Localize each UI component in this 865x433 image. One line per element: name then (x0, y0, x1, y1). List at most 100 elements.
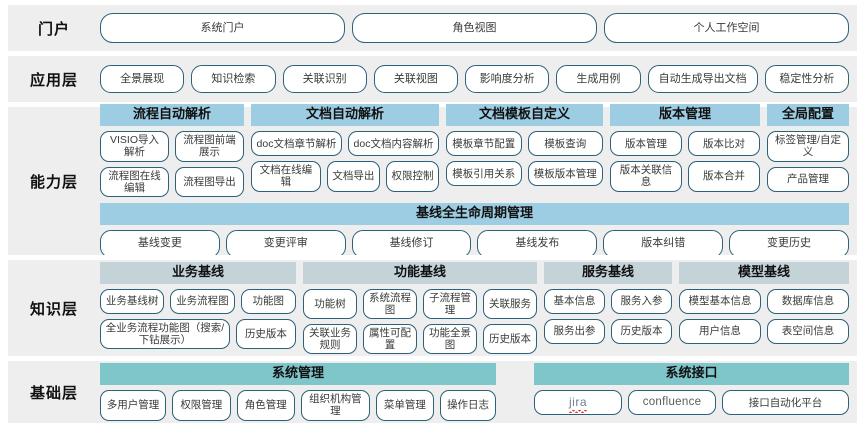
app-item-relation-identify[interactable]: 关联识别 (282, 65, 367, 93)
portal-item-system-portal[interactable]: 系统门户 (100, 13, 345, 43)
kn-subprocess-manage[interactable]: 子流程管理 (423, 288, 477, 319)
layer-capability: 能力层 流程自动解析 VISIO导入解析 流程图前端展示 流程图在线编辑 流程图… (8, 104, 857, 258)
jira-label: jira (568, 395, 588, 413)
group-body-process-parse: VISIO导入解析 流程图前端展示 流程图在线编辑 流程图导出 (100, 126, 244, 197)
cap-baseline-publish[interactable]: 基线发布 (477, 229, 598, 258)
group-row: 模型基本信息 数据库信息 (679, 288, 849, 314)
cap-flowchart-frontend-display[interactable]: 流程图前端展示 (175, 131, 244, 162)
group-title-service-baseline: 服务基线 (544, 261, 672, 284)
spacer (0, 0, 865, 5)
cap-version-relation-info[interactable]: 版本关联信息 (610, 161, 682, 192)
layer-foundation: 基础层 系统管理 多用户管理 权限管理 角色管理 组织机构管理 菜单管理 操作日… (8, 361, 857, 423)
layer-portal: 门户 系统门户 角色视图 个人工作空间 (8, 5, 857, 51)
cap-flowchart-online-edit[interactable]: 流程图在线编辑 (100, 166, 169, 197)
knowledge-group-model-baseline: 模型基线 模型基本信息 数据库信息 用户信息 表空间信息 (679, 261, 849, 344)
spacer (0, 51, 865, 56)
fd-confluence-interface[interactable]: confluence (628, 390, 716, 416)
kn-database-info[interactable]: 数据库信息 (767, 288, 849, 314)
cap-doc-chapter-parse[interactable]: doc文档章节解析 (251, 131, 342, 157)
kn-basic-info[interactable]: 基本信息 (544, 288, 605, 314)
spacer (0, 356, 865, 361)
kn-function-tree[interactable]: 功能树 (303, 288, 357, 319)
cap-doc-online-edit[interactable]: 文档在线编辑 (251, 161, 321, 192)
cap-version-correction[interactable]: 版本纠错 (603, 229, 724, 258)
kn-service-input-param[interactable]: 服务入参 (611, 288, 672, 314)
fd-permission-manage[interactable]: 权限管理 (172, 390, 231, 421)
layer-body-portal: 系统门户 角色视图 个人工作空间 (100, 5, 857, 51)
portal-item-personal-workspace[interactable]: 个人工作空间 (604, 13, 849, 43)
fd-jira-interface[interactable]: jira (534, 390, 622, 416)
kn-tablespace-info[interactable]: 表空间信息 (767, 318, 849, 344)
kn-service-output-param[interactable]: 服务出参 (544, 318, 605, 344)
cap-version-manage[interactable]: 版本管理 (610, 131, 682, 157)
cap-change-history[interactable]: 变更历史 (729, 229, 849, 258)
group-body-version-manage: 版本管理 版本比对 版本关联信息 版本合并 (610, 126, 760, 192)
cap-template-reference-relation[interactable]: 模板引用关系 (446, 161, 522, 187)
app-item-generate-case[interactable]: 生成用例 (556, 65, 641, 93)
foundation-group-system-interface: 系统接口 jira confluence 接口自动化平台 (534, 363, 849, 416)
cap-baseline-change[interactable]: 基线变更 (100, 229, 220, 258)
app-item-knowledge-search[interactable]: 知识检索 (191, 65, 276, 93)
group-title-doc-template: 文档模板自定义 (446, 104, 603, 127)
cap-change-review[interactable]: 变更评审 (225, 229, 346, 258)
knowledge-group-function-baseline: 功能基线 功能树 系统流程图 子流程管理 关联服务 关联业务规则 属性可配置 功… (303, 261, 537, 355)
kn-system-flowchart[interactable]: 系统流程图 (363, 288, 417, 319)
kn-history-version-business[interactable]: 历史版本 (235, 318, 296, 349)
kn-history-version-service[interactable]: 历史版本 (611, 318, 672, 344)
kn-related-service[interactable]: 关联服务 (483, 288, 537, 319)
kn-business-baseline-tree[interactable]: 业务基线树 (100, 288, 165, 314)
cap-version-compare[interactable]: 版本比对 (688, 131, 760, 157)
app-item-impact-analysis[interactable]: 影响度分析 (465, 65, 550, 93)
foundation-group-system-manage: 系统管理 多用户管理 权限管理 角色管理 组织机构管理 菜单管理 操作日志 (100, 363, 497, 421)
fd-multi-user-manage[interactable]: 多用户管理 (100, 390, 167, 421)
layer-body-knowledge: 业务基线 业务基线树 业务流程图 功能图 全业务流程功能图（搜索/下钻展示） 历… (100, 260, 857, 356)
capability-group-version-manage: 版本管理 版本管理 版本比对 版本关联信息 版本合并 (610, 104, 760, 192)
group-title-function-baseline: 功能基线 (303, 261, 537, 284)
kn-full-business-process-function-diagram[interactable]: 全业务流程功能图（搜索/下钻展示） (100, 318, 230, 349)
cap-permission-control[interactable]: 权限控制 (385, 161, 439, 192)
cap-template-version-manage[interactable]: 模板版本管理 (527, 161, 603, 187)
group-body-doc-template: 模板章节配置 模板查询 模板引用关系 模板版本管理 (446, 126, 603, 187)
fd-role-manage[interactable]: 角色管理 (236, 390, 295, 421)
cap-template-query[interactable]: 模板查询 (527, 131, 603, 157)
kn-business-flowchart[interactable]: 业务流程图 (170, 288, 235, 314)
fd-interface-automation-platform[interactable]: 接口自动化平台 (722, 390, 849, 416)
group-body-function-baseline: 功能树 系统流程图 子流程管理 关联服务 关联业务规则 属性可配置 功能全景图 … (303, 284, 537, 355)
kn-function-diagram[interactable]: 功能图 (240, 288, 296, 314)
fd-operation-log[interactable]: 操作日志 (440, 390, 497, 421)
fd-org-structure-manage[interactable]: 组织机构管理 (301, 390, 370, 421)
cap-tag-manage-custom[interactable]: 标签管理/自定义 (767, 131, 849, 162)
layer-label-portal: 门户 (37, 20, 70, 38)
cap-template-chapter-config[interactable]: 模板章节配置 (446, 131, 522, 157)
cap-doc-export[interactable]: 文档导出 (326, 161, 380, 192)
kn-model-basic-info[interactable]: 模型基本信息 (679, 288, 761, 314)
app-item-auto-export-doc[interactable]: 自动生成导出文档 (647, 65, 758, 93)
group-title-system-manage: 系统管理 (100, 363, 496, 386)
kn-related-business-rule[interactable]: 关联业务规则 (303, 323, 357, 355)
cap-visio-import-parse[interactable]: VISIO导入解析 (100, 131, 169, 162)
kn-function-panorama[interactable]: 功能全景图 (423, 323, 477, 355)
cap-version-merge[interactable]: 版本合并 (688, 161, 760, 192)
group-body-business-baseline: 业务基线树 业务流程图 功能图 全业务流程功能图（搜索/下钻展示） 历史版本 (100, 284, 296, 349)
cap-baseline-revision[interactable]: 基线修订 (351, 229, 472, 258)
group-body-system-interface: jira confluence 接口自动化平台 (534, 385, 849, 416)
cap-product-manage[interactable]: 产品管理 (767, 166, 849, 192)
portal-item-role-view[interactable]: 角色视图 (352, 13, 597, 43)
app-item-panorama[interactable]: 全景展现 (100, 65, 185, 93)
app-item-relation-view[interactable]: 关联视图 (373, 65, 458, 93)
group-title-process-parse: 流程自动解析 (100, 104, 244, 127)
layer-label-application: 应用层 (29, 71, 78, 89)
layer-application: 应用层 全景展现 知识检索 关联识别 关联视图 影响度分析 生成用例 自动生成导… (8, 56, 857, 102)
group-body-system-manage: 多用户管理 权限管理 角色管理 组织机构管理 菜单管理 操作日志 (100, 385, 497, 421)
fd-menu-manage[interactable]: 菜单管理 (375, 390, 435, 421)
layer-body-foundation: 系统管理 多用户管理 权限管理 角色管理 组织机构管理 菜单管理 操作日志 (100, 361, 857, 423)
kn-user-info[interactable]: 用户信息 (679, 318, 761, 344)
cap-flowchart-export[interactable]: 流程图导出 (175, 166, 244, 197)
kn-attribute-configurable[interactable]: 属性可配置 (363, 323, 417, 355)
group-row: 服务出参 历史版本 (544, 318, 672, 344)
app-item-stability-analysis[interactable]: 稳定性分析 (764, 65, 849, 93)
group-title-version-manage: 版本管理 (610, 104, 760, 127)
kn-history-version-function[interactable]: 历史版本 (483, 323, 537, 355)
cap-doc-content-parse[interactable]: doc文档内容解析 (348, 131, 439, 157)
